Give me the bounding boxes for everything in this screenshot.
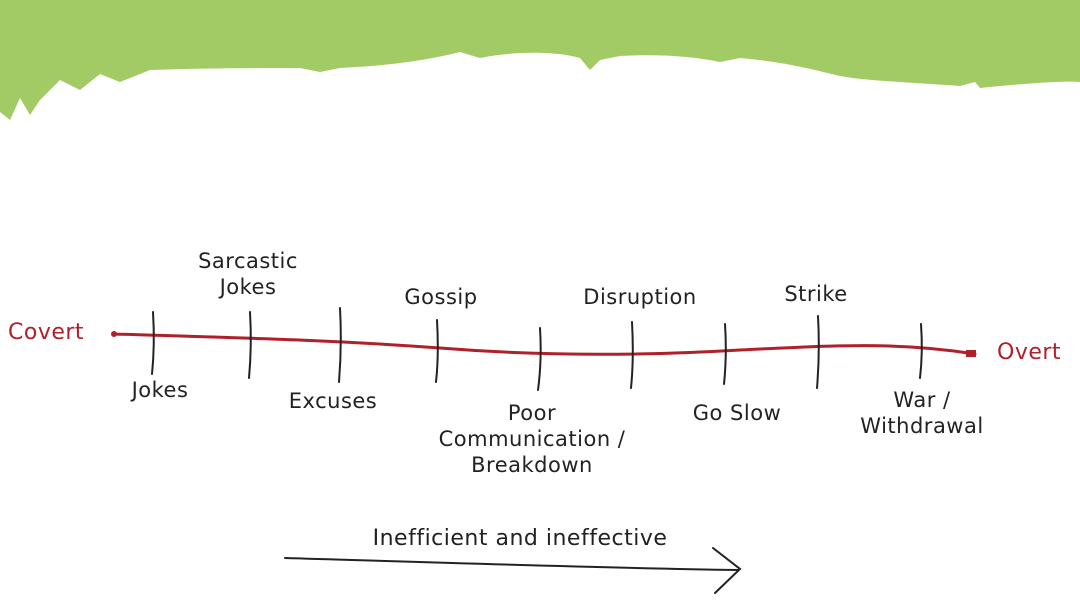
arrow-shaft	[284, 557, 739, 571]
tick-go-slow	[723, 323, 727, 385]
green-banner	[0, 0, 1080, 120]
label-sarcastic-jokes: Sarcastic Jokes	[198, 249, 298, 299]
label-disruption: Disruption	[583, 285, 697, 309]
label-poor-communication: Poor Communication / Breakdown	[438, 401, 626, 477]
tick-war	[919, 323, 923, 379]
tick-poor-communication	[537, 327, 542, 391]
label-go-slow: Go Slow	[692, 401, 782, 425]
label-strike: Strike	[784, 282, 848, 306]
tick-sarcastic-jokes	[248, 311, 252, 379]
overt-label: Overt	[997, 340, 1062, 365]
arrow-head	[712, 547, 742, 594]
axis-end-marker	[966, 350, 976, 357]
tick-excuses	[338, 307, 342, 383]
tick-disruption	[630, 321, 634, 389]
label-excuses: Excuses	[288, 389, 378, 413]
tick-gossip	[435, 319, 439, 383]
label-war-withdrawal: War / Withdrawal	[860, 388, 984, 438]
arrow-label: Inefficient and ineffective	[372, 526, 668, 551]
label-gossip: Gossip	[404, 285, 478, 309]
covert-label: Covert	[8, 320, 85, 345]
tick-jokes	[151, 311, 155, 375]
tick-strike	[816, 315, 820, 389]
spectrum-axis	[111, 332, 977, 356]
label-jokes: Jokes	[131, 378, 189, 402]
axis-start-dot	[111, 331, 117, 337]
